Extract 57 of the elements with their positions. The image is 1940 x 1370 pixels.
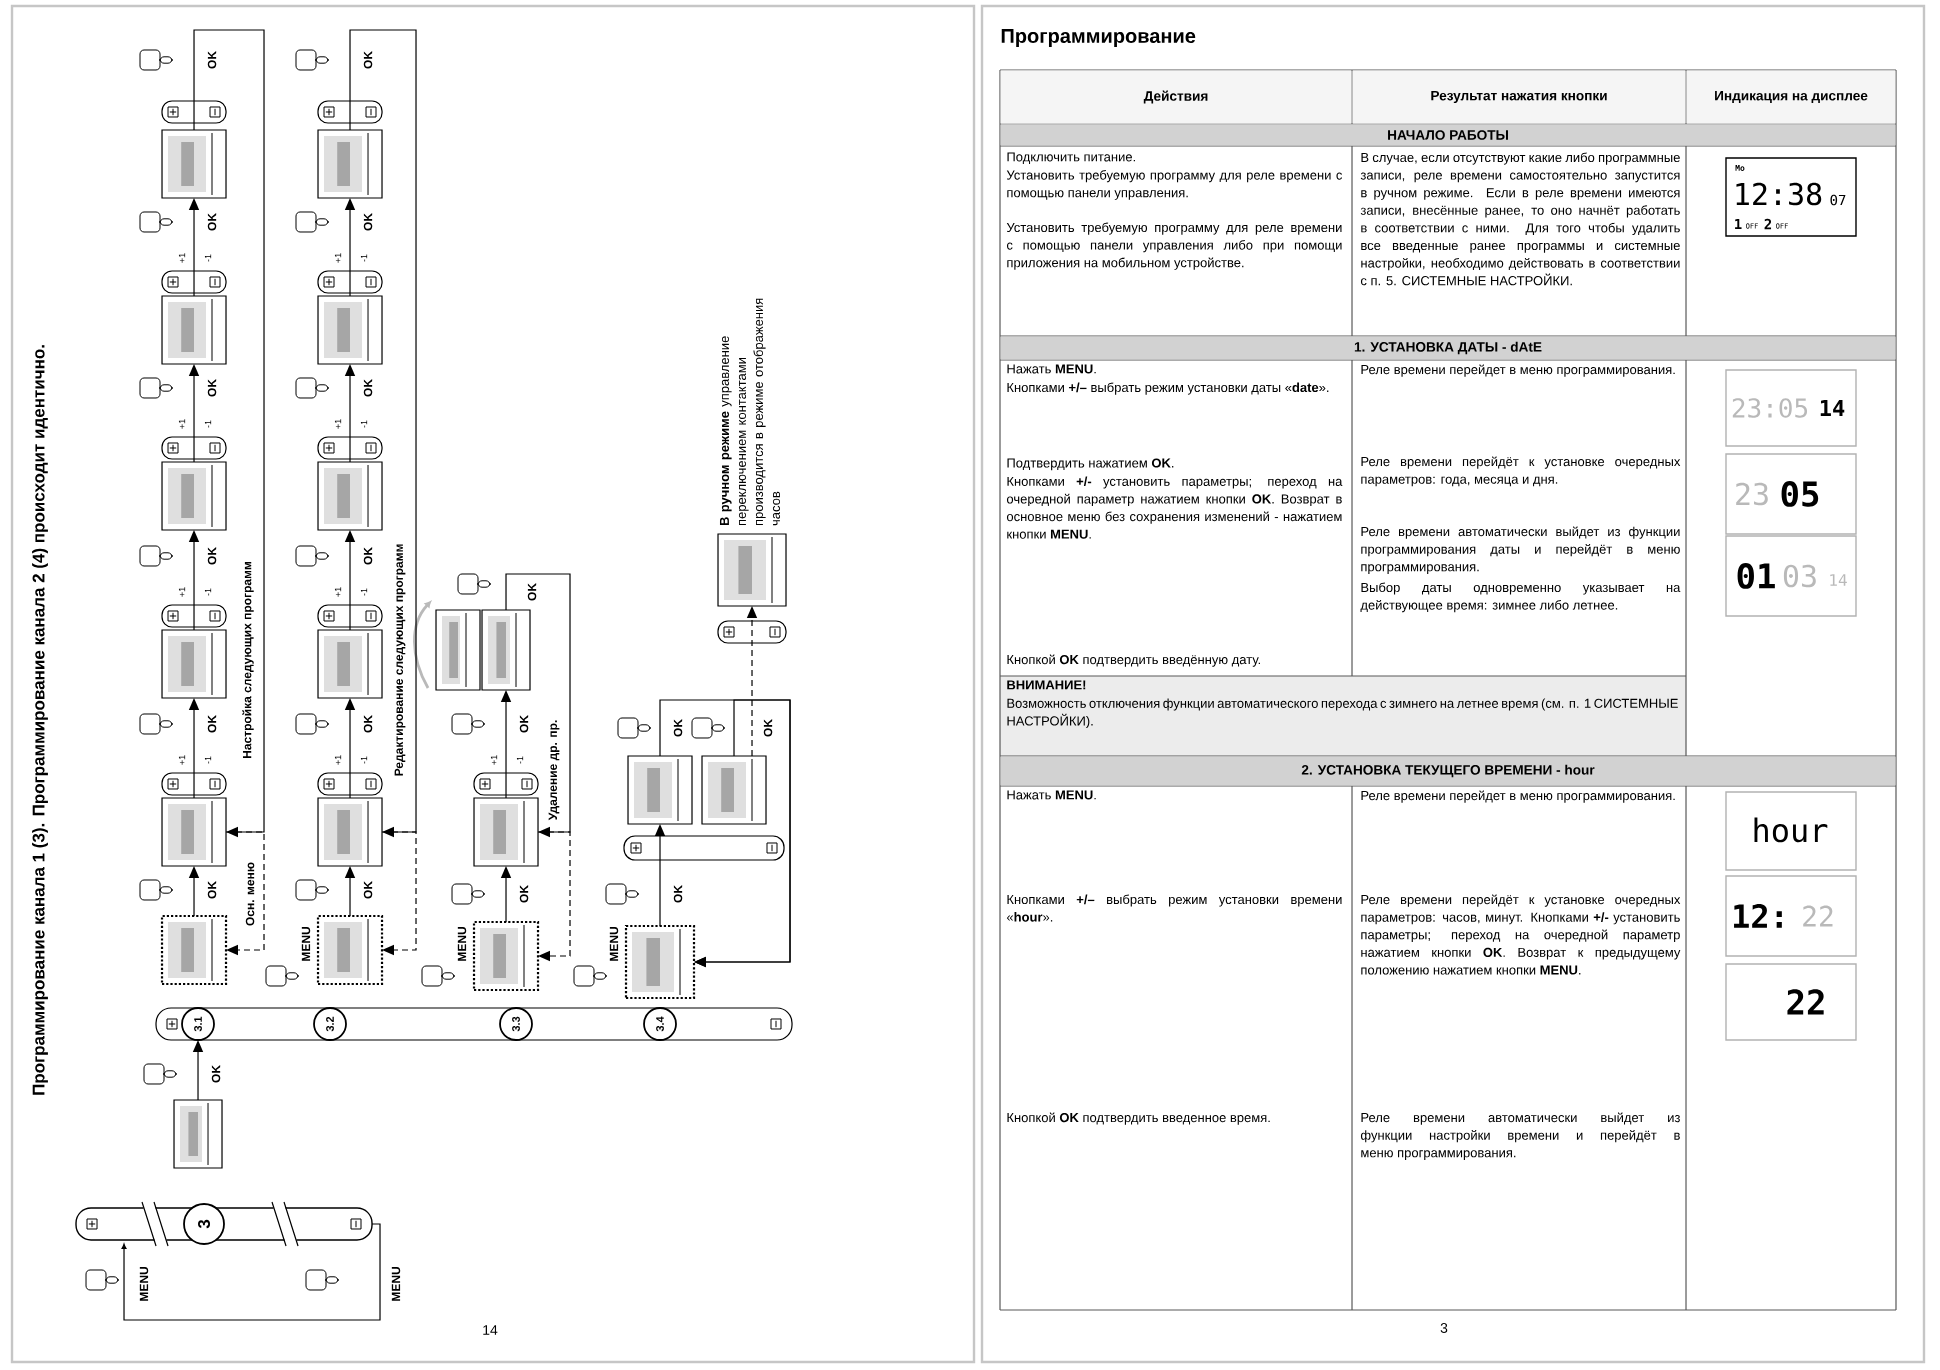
display-digits: 22 — [1787, 989, 1824, 1015]
lcd-display — [317, 461, 383, 531]
lcd-display — [317, 129, 383, 199]
page-title: Программирование — [1001, 29, 1196, 47]
display-digits: 14 — [1830, 574, 1847, 586]
arrow — [188, 698, 200, 799]
lcd-display — [473, 797, 539, 867]
display-digits: 12: — [1734, 904, 1782, 928]
arrow — [694, 699, 791, 968]
arrow — [500, 690, 512, 799]
display-digits: hour — [1754, 817, 1828, 843]
arrow — [344, 530, 356, 631]
arrow — [381, 831, 417, 956]
arrow — [505, 573, 571, 838]
arrow — [537, 831, 571, 962]
display-digits: 23:05 — [1732, 398, 1808, 418]
arrow — [188, 364, 200, 463]
lcd-display — [161, 629, 227, 699]
lcd-display — [317, 295, 383, 365]
arrow — [188, 530, 200, 631]
lcd-display — [624, 924, 696, 1000]
display-digits: 23 — [1736, 482, 1768, 506]
display-digits: 12:38 — [1736, 182, 1822, 206]
arrow — [654, 824, 666, 927]
lcd-display — [481, 609, 531, 691]
display-digits: 05 — [1781, 481, 1819, 507]
display-digits: 14 — [1820, 400, 1845, 416]
lcd-display — [173, 1099, 223, 1169]
lcd-display — [627, 755, 693, 825]
lcd-display — [317, 629, 383, 699]
lcd-display — [317, 797, 383, 867]
display-digits: 03 — [1783, 564, 1816, 588]
lcd-display — [161, 129, 227, 199]
arrow — [344, 866, 356, 917]
lcd-display — [435, 609, 481, 691]
lcd-display — [161, 295, 227, 365]
lcd-display — [161, 461, 227, 531]
arrow — [344, 198, 356, 297]
lcd-display — [316, 914, 384, 986]
page-heading: Программирование канала 1 (3). Программирование канала 2 (4) происходит идентично. — [32, 345, 48, 1095]
arrow — [349, 29, 417, 838]
lcd-display — [717, 533, 787, 607]
arrow — [193, 29, 265, 838]
display-digits: 22 — [1803, 905, 1833, 927]
lcd-display — [161, 797, 227, 867]
arrow — [188, 866, 200, 917]
arrow — [192, 1040, 204, 1101]
arrow — [746, 606, 758, 757]
arrow — [344, 364, 356, 463]
lcd-display — [472, 920, 540, 992]
arrow — [344, 698, 356, 799]
lcd-display — [160, 914, 228, 986]
arrow — [225, 831, 265, 956]
arrow — [188, 198, 200, 297]
arrow — [500, 866, 512, 923]
lcd-display — [701, 755, 767, 825]
display-digits: 01 — [1737, 563, 1775, 589]
